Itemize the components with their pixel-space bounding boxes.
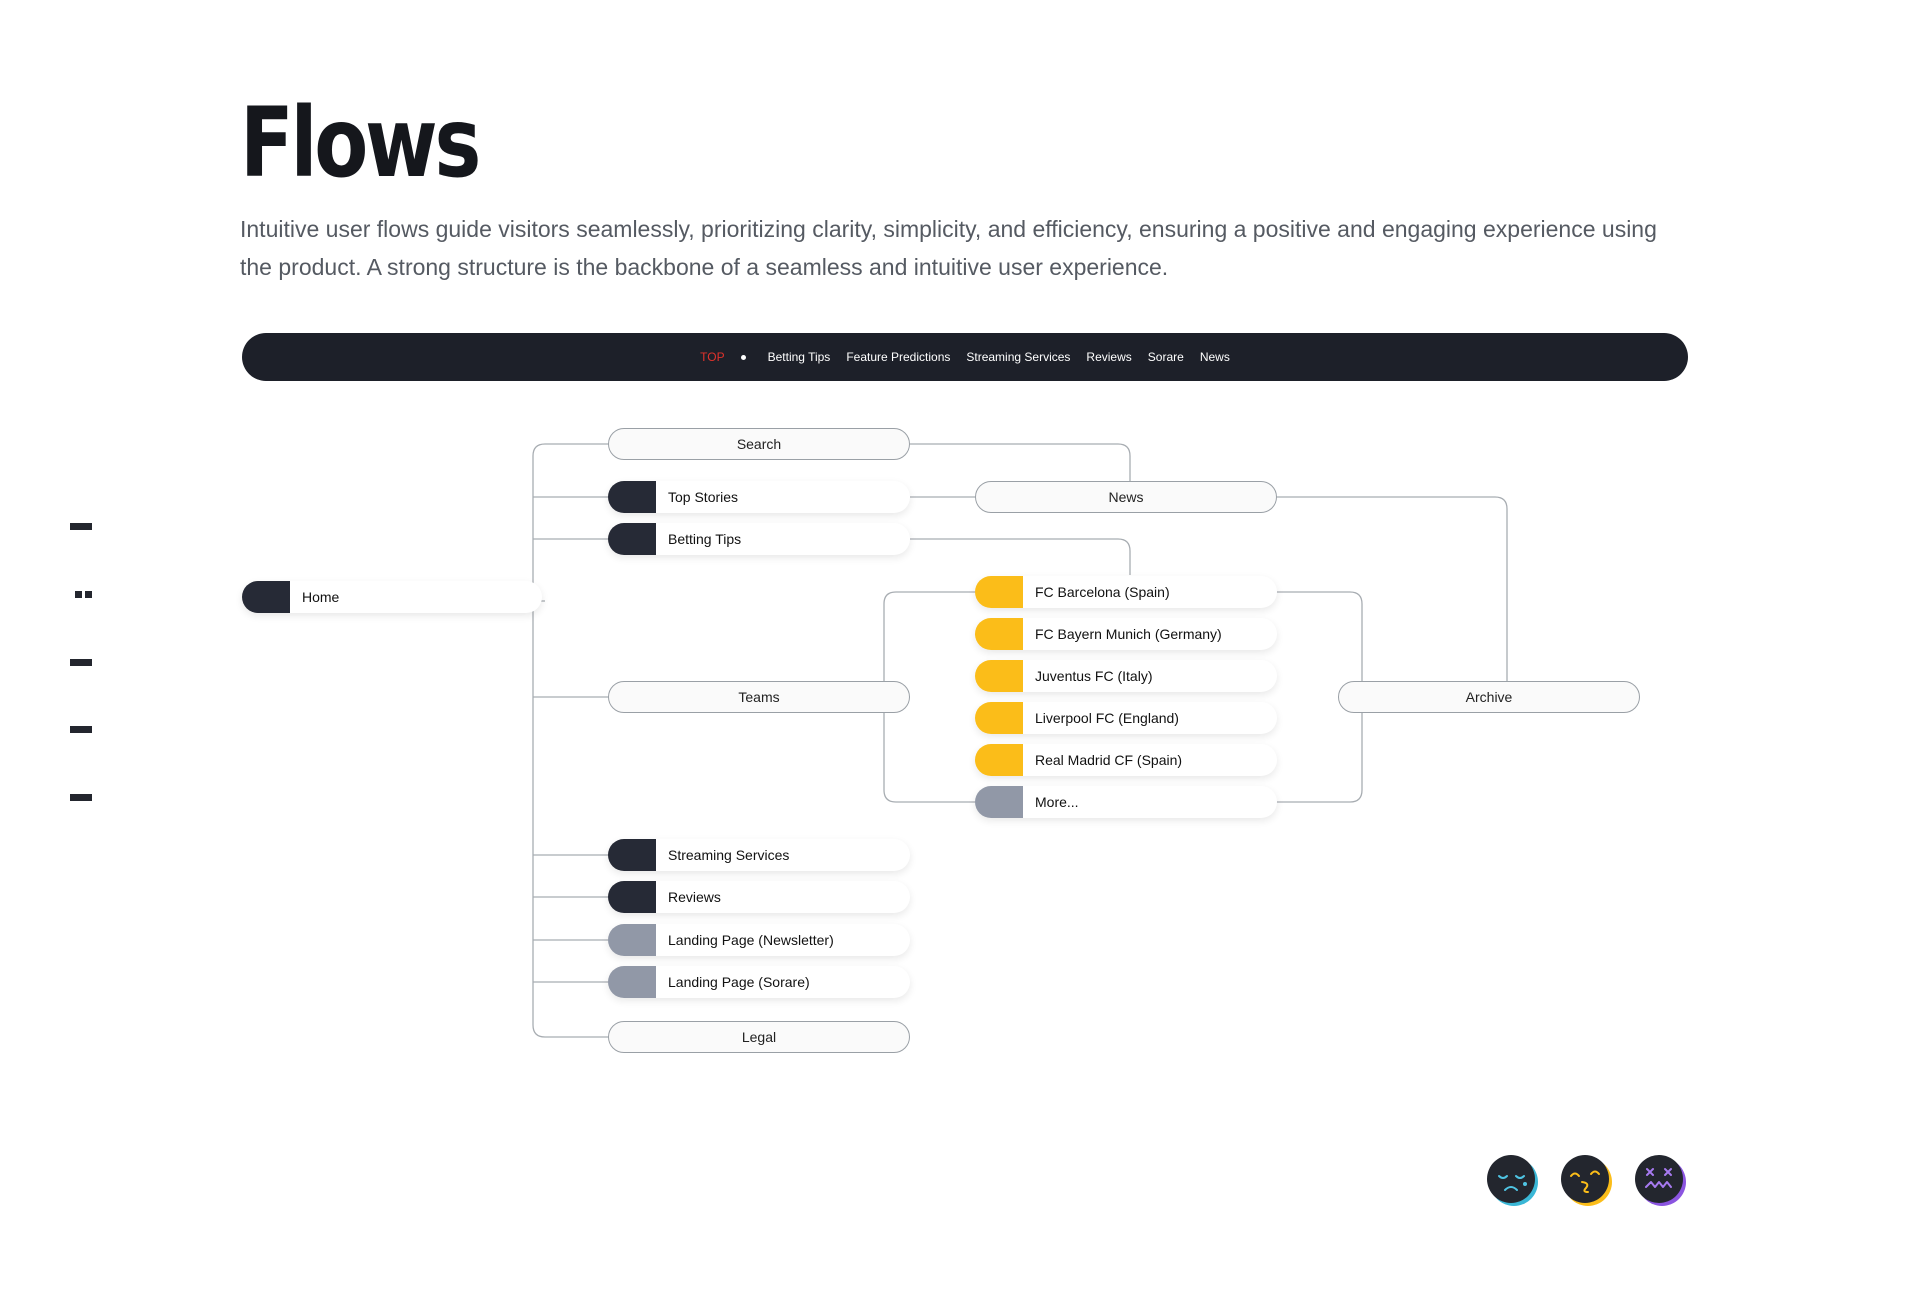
node-swatch xyxy=(975,618,1023,650)
node-swatch xyxy=(975,660,1023,692)
flow-node-search[interactable]: Search xyxy=(608,428,910,460)
confused-face-icon xyxy=(1561,1155,1612,1206)
node-label: Real Madrid CF (Spain) xyxy=(1035,752,1183,768)
section-marker[interactable] xyxy=(70,659,92,666)
nav-item-top[interactable]: TOP xyxy=(700,350,725,364)
node-label: FC Bayern Munich (Germany) xyxy=(1035,626,1222,642)
nav-item-reviews[interactable]: Reviews xyxy=(1086,350,1132,364)
connector-search-news xyxy=(910,443,1131,481)
connector-news-archive xyxy=(1276,496,1508,681)
node-swatch xyxy=(608,881,656,913)
flow-node-teams[interactable]: Teams xyxy=(608,681,910,713)
nav-item-sorare[interactable]: Sorare xyxy=(1147,350,1184,364)
dizzy-face-icon xyxy=(1635,1155,1686,1206)
flow-node-team-fc-bayern-munich[interactable]: FC Bayern Munich (Germany) xyxy=(975,618,1277,650)
node-swatch xyxy=(608,839,656,871)
nav-item-streaming-services[interactable]: Streaming Services xyxy=(966,350,1071,364)
section-marker-part xyxy=(75,591,82,598)
section-marker[interactable] xyxy=(70,523,92,530)
node-label: Juventus FC (Italy) xyxy=(1035,668,1153,684)
flow-node-betting-tips[interactable]: Betting Tips xyxy=(608,523,910,555)
flow-node-top-stories[interactable]: Top Stories xyxy=(608,481,910,513)
node-swatch xyxy=(242,581,290,613)
connector-bettingtips-news xyxy=(910,538,1131,575)
node-label: Streaming Services xyxy=(668,847,790,863)
section-marker-active[interactable] xyxy=(75,591,93,598)
page-title: Flows xyxy=(240,87,481,199)
node-swatch xyxy=(608,966,656,998)
node-swatch xyxy=(608,523,656,555)
section-marker[interactable] xyxy=(70,794,92,801)
nav-item-feature-predictions[interactable]: Feature Predictions xyxy=(846,350,951,364)
flow-node-landing-newsletter[interactable]: Landing Page (Newsletter) xyxy=(608,924,910,956)
flow-node-home[interactable]: Home xyxy=(242,581,542,613)
node-label: Landing Page (Sorare) xyxy=(668,974,810,990)
flow-node-team-liverpool[interactable]: Liverpool FC (England) xyxy=(975,702,1277,734)
node-swatch xyxy=(975,576,1023,608)
flow-node-streaming-services[interactable]: Streaming Services xyxy=(608,839,910,871)
node-label: More... xyxy=(1035,794,1079,810)
section-marker[interactable] xyxy=(70,726,92,733)
node-swatch xyxy=(975,744,1023,776)
flow-node-landing-sorare[interactable]: Landing Page (Sorare) xyxy=(608,966,910,998)
nav-separator-dot xyxy=(740,354,746,360)
flow-node-team-more[interactable]: More... xyxy=(975,786,1277,818)
top-navigation-bar: TOP Betting Tips Feature Predictions Str… xyxy=(242,333,1688,381)
flow-node-team-fc-barcelona[interactable]: FC Barcelona (Spain) xyxy=(975,576,1277,608)
node-label: Reviews xyxy=(668,889,721,905)
node-label: Home xyxy=(302,589,340,605)
node-swatch xyxy=(975,786,1023,818)
node-label: Top Stories xyxy=(668,489,739,505)
connector-trunk xyxy=(532,443,612,1038)
section-marker-part xyxy=(85,591,92,598)
page-description: Intuitive user flows guide visitors seam… xyxy=(240,216,1657,280)
node-label: Betting Tips xyxy=(668,531,742,547)
nav-item-news[interactable]: News xyxy=(1199,350,1230,364)
node-label: Landing Page (Newsletter) xyxy=(668,932,834,948)
node-swatch xyxy=(975,702,1023,734)
sad-face-icon xyxy=(1487,1155,1538,1206)
flow-node-team-juventus[interactable]: Juventus FC (Italy) xyxy=(975,660,1277,692)
flow-node-archive[interactable]: Archive xyxy=(1338,681,1640,713)
flow-node-news[interactable]: News xyxy=(975,481,1277,513)
flow-node-reviews[interactable]: Reviews xyxy=(608,881,910,913)
node-label: FC Barcelona (Spain) xyxy=(1035,584,1170,600)
node-swatch xyxy=(608,924,656,956)
flow-node-team-real-madrid[interactable]: Real Madrid CF (Spain) xyxy=(975,744,1277,776)
node-swatch xyxy=(608,481,656,513)
nav-item-betting-tips[interactable]: Betting Tips xyxy=(767,350,831,364)
flow-node-legal[interactable]: Legal xyxy=(608,1021,910,1053)
node-label: Liverpool FC (England) xyxy=(1035,710,1179,726)
